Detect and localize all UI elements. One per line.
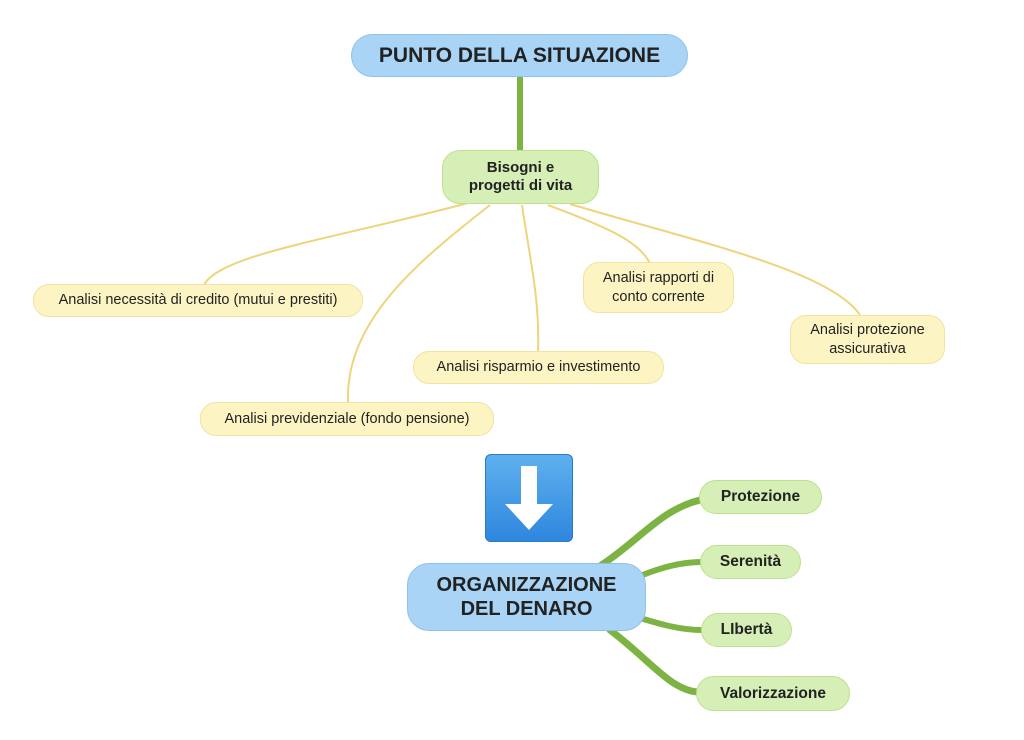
- link-valorization: [606, 626, 702, 696]
- node-liberta[interactable]: LIbertà: [701, 613, 792, 647]
- root-organizzazione-del-denaro[interactable]: ORGANIZZAZIONE DEL DENARO: [407, 563, 646, 631]
- node-valorizzazione-label: Valorizzazione: [720, 684, 826, 702]
- node-pension-label: Analisi previdenziale (fondo pensione): [224, 410, 470, 427]
- link-protection: [596, 496, 704, 570]
- node-bisogni[interactable]: Bisogni e progetti di vita: [442, 150, 599, 204]
- link-account: [547, 204, 651, 265]
- node-credit-analysis[interactable]: Analisi necessità di credito (mutui e pr…: [33, 284, 363, 317]
- node-credit-label: Analisi necessità di credito (mutui e pr…: [58, 292, 338, 309]
- root2-line1: ORGANIZZAZIONE: [436, 574, 617, 596]
- node-account-line1: Analisi rapporti di: [602, 270, 715, 287]
- node-bisogni-line1: Bisogni e: [486, 159, 555, 176]
- node-protezione[interactable]: Protezione: [699, 480, 822, 514]
- node-insurance-line1: Analisi protezione: [810, 322, 925, 339]
- node-pension-analysis[interactable]: Analisi previdenziale (fondo pensione): [200, 402, 494, 436]
- node-account-line2: conto corrente: [612, 288, 705, 305]
- node-insurance-line2: assicurativa: [829, 340, 906, 357]
- link-root-to-needs: [517, 76, 523, 150]
- node-savings-label: Analisi risparmio e investimento: [436, 359, 641, 376]
- node-account-analysis[interactable]: Analisi rapporti di conto corrente: [583, 262, 734, 313]
- node-serenita-label: Serenità: [719, 553, 782, 570]
- link-savings: [521, 204, 540, 353]
- node-insurance-analysis[interactable]: Analisi protezione assicurativa: [790, 315, 945, 364]
- root2-line2: DEL DENARO: [460, 598, 593, 620]
- node-protezione-label: Protezione: [720, 488, 801, 505]
- node-valorizzazione[interactable]: Valorizzazione: [696, 676, 850, 711]
- link-credit: [202, 202, 469, 288]
- link-pension: [346, 204, 491, 403]
- root-punto-della-situazione[interactable]: PUNTO DELLA SITUAZIONE: [351, 34, 688, 77]
- node-bisogni-line2: progetti di vita: [468, 177, 573, 194]
- link-insurance: [569, 203, 861, 316]
- arrow-down-glyph: [505, 466, 553, 530]
- node-savings-analysis[interactable]: Analisi risparmio e investimento: [413, 351, 664, 384]
- node-liberta-label: LIbertà: [720, 621, 773, 638]
- arrow-down-icon: [485, 454, 573, 542]
- node-serenita[interactable]: Serenità: [700, 545, 801, 579]
- link-serenity: [637, 559, 705, 579]
- link-freedom: [637, 615, 705, 633]
- root-label: PUNTO DELLA SITUAZIONE: [378, 43, 661, 67]
